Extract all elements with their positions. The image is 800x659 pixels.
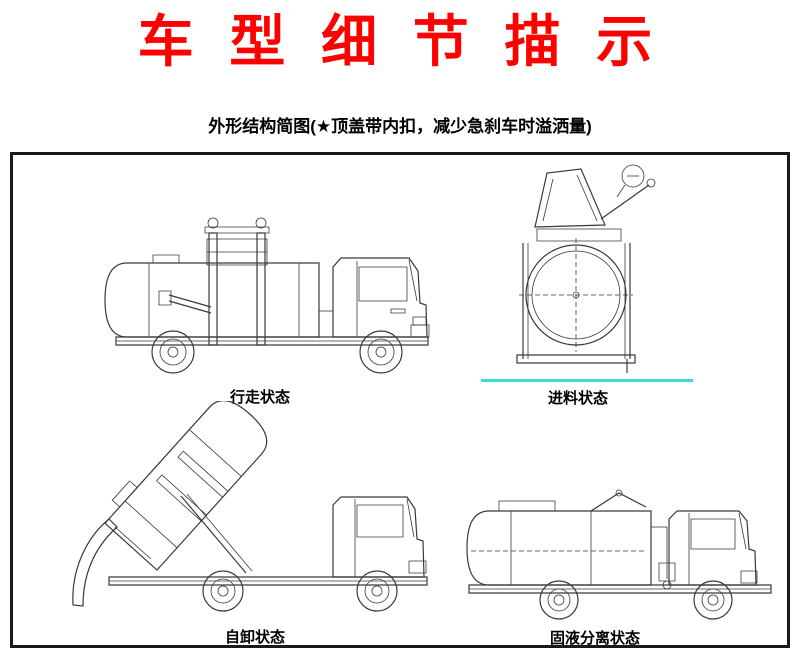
feeding-baseline <box>481 379 693 382</box>
page-title: 车 型 细 节 描 示 <box>137 10 663 73</box>
walking-state-caption: 行走状态 <box>229 389 290 406</box>
separation-state-caption: 固液分离状态 <box>549 630 640 647</box>
diagram-frame: 行走状态 <box>10 152 790 648</box>
dumping-state-drawing <box>31 401 438 627</box>
feeding-state-drawing <box>481 163 703 377</box>
dumping-state-caption: 自卸状态 <box>224 629 285 646</box>
feeding-state-caption: 进料状态 <box>547 390 608 407</box>
separation-state-drawing <box>441 467 788 631</box>
page-subtitle: 外形结构简图(★顶盖带内扣，减少急刹车时溢洒量) <box>208 117 592 136</box>
walking-state-drawing <box>61 211 453 383</box>
